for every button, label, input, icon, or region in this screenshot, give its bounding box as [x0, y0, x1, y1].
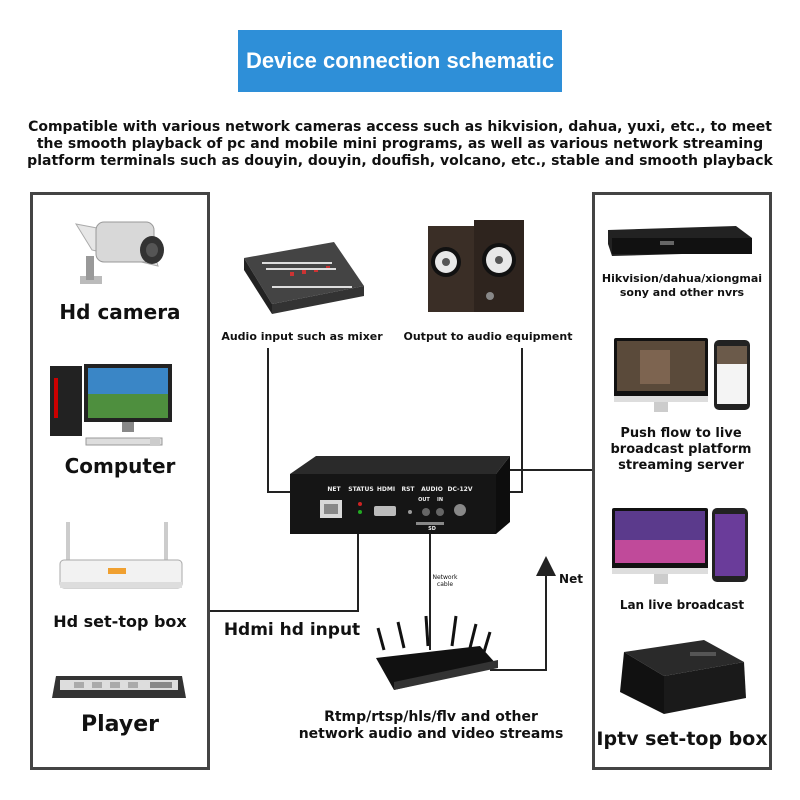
- page-title: Device connection schematic: [238, 30, 562, 92]
- description-line: the smooth playback of pc and mobile min…: [36, 136, 764, 152]
- network-cable-label: Network cable: [432, 574, 458, 588]
- left-item-label: Computer: [64, 454, 176, 478]
- description-line: platform terminals such as douyin, douyi…: [27, 153, 773, 169]
- net-label: Net: [559, 572, 583, 586]
- mixer-label: Audio input such as mixer: [221, 330, 383, 343]
- left-item-label: Player: [81, 712, 159, 737]
- port-label: IN: [436, 497, 444, 503]
- speaker-label: Output to audio equipment: [403, 330, 573, 343]
- net-arrow: [536, 556, 556, 576]
- port-label: HDMI: [376, 486, 396, 493]
- hdmi-input-label: Hdmi hd input: [223, 620, 361, 640]
- left-item-label: Hd set-top box: [53, 612, 187, 631]
- description-line: Compatible with various network cameras …: [28, 119, 772, 135]
- port-label: SD: [428, 526, 436, 532]
- right-item-label: Iptv set-top box: [596, 728, 768, 750]
- right-item-label: Hikvision/dahua/xiongmai sony and other …: [601, 272, 763, 299]
- port-label: RST: [401, 486, 415, 493]
- right-item-label: Push flow to live broadcast platform str…: [610, 426, 752, 473]
- port-label: STATUS: [348, 486, 374, 493]
- left-item-label: Hd camera: [59, 300, 181, 324]
- port-label: DC-12V: [447, 486, 473, 493]
- port-label: AUDIO: [421, 486, 443, 493]
- right-item-label: Lan live broadcast: [619, 598, 745, 612]
- left-panel: [30, 192, 210, 770]
- streams-label: Rtmp/rtsp/hls/flv and other network audi…: [298, 709, 564, 742]
- port-label: NET: [327, 486, 341, 493]
- port-label: OUT: [418, 497, 430, 503]
- description: Compatible with various network cameras …: [20, 119, 780, 170]
